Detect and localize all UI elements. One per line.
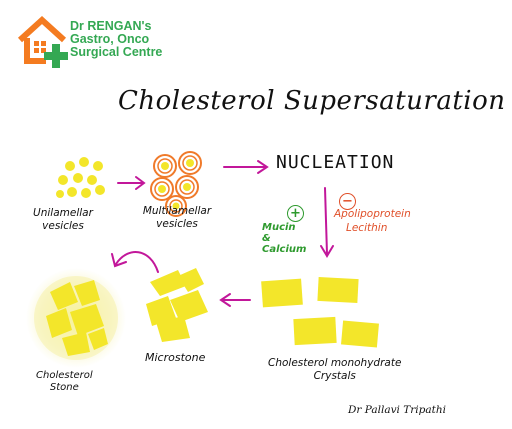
clinic-name-line-2: Gastro, Onco [70, 32, 150, 46]
inhibitor-sign: − [339, 190, 356, 210]
microstone-label: Microstone [145, 351, 206, 364]
diagram-title: Cholesterol Supersaturation [118, 86, 506, 116]
cholesterol-stone [26, 268, 126, 368]
plus-icon: + [287, 205, 304, 222]
minus-icon: − [339, 193, 356, 210]
microstone [146, 268, 208, 342]
arrow-multi-to-nucleation [223, 160, 269, 174]
inhibitor-apolipoprotein: Apolipoprotein [334, 208, 411, 220]
crystals-label-line-2: Crystals [313, 370, 356, 382]
clinic-name: Dr RENGAN's Gastro, Onco Surgical Centre [70, 20, 230, 59]
inhibitor-lecithin: Lecithin [346, 222, 388, 234]
promoter-and: & [262, 233, 271, 244]
multilamellar-vesicles [150, 151, 202, 217]
inhibitor-list: Apolipoprotein Lecithin [334, 207, 411, 235]
promoter-mucin: Mucin [262, 222, 296, 233]
unilamellar-label: Unilamellar vesicles [33, 207, 93, 232]
crystals-label: Cholesterol monohydrate Crystals [268, 357, 401, 383]
crystals-label-line-1: Cholesterol monohydrate [268, 357, 402, 369]
arrow-nucleation-to-crystals [320, 187, 334, 258]
stone-label-line-2: Stone [49, 382, 79, 393]
arrow-crystals-to-microstone [219, 293, 251, 307]
stone-label-line-1: Cholesterol [36, 370, 93, 381]
author-signature: Dr Pallavi Tripathi [348, 404, 446, 416]
multilamellar-label: Multilamellar vesicles [142, 205, 212, 230]
clinic-logo-icon [17, 15, 68, 68]
promoter-calcium: Calcium [262, 244, 307, 255]
cholesterol-stone-label: Cholesterol Stone [36, 370, 93, 394]
clinic-name-line-1: Dr RENGAN's [70, 19, 152, 33]
clinic-name-line-3: Surgical Centre [70, 45, 163, 59]
cholesterol-crystals [261, 276, 379, 348]
arrow-microstone-to-stone [111, 251, 159, 273]
promoter-list: Mucin & Calcium [262, 222, 306, 255]
nucleation-label: NUCLEATION [276, 152, 395, 173]
unilamellar-vesicles [56, 157, 105, 198]
arrow-uni-to-multi [117, 176, 146, 190]
promoter-sign: + [287, 202, 304, 222]
